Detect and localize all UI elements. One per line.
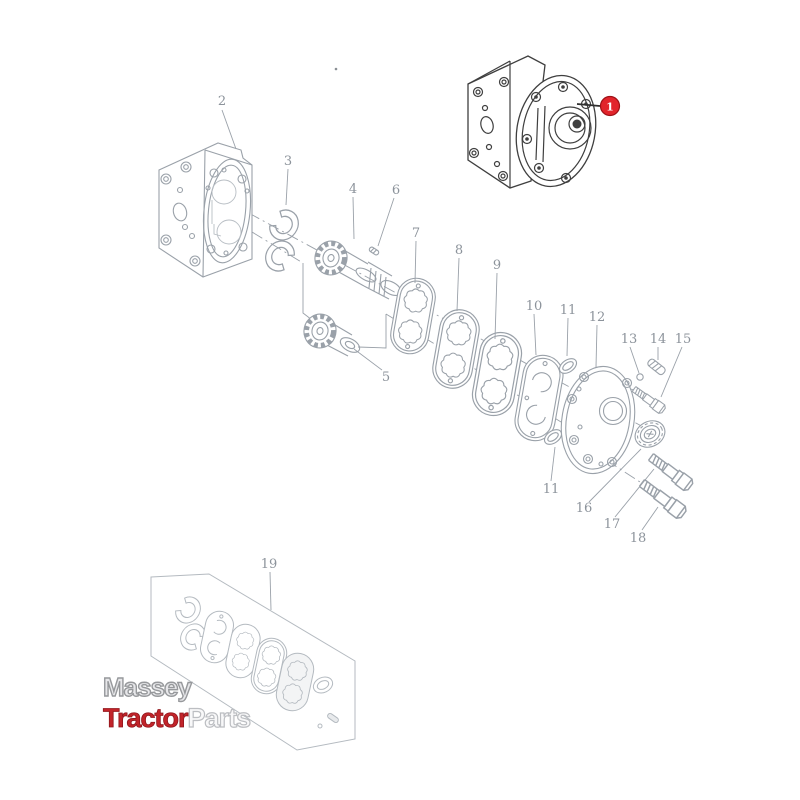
- callout-label-2: 2: [218, 94, 226, 109]
- plate-part-7-drawing: [388, 275, 439, 356]
- callout-label-17: 17: [604, 517, 621, 532]
- callout-label-6: 6: [392, 183, 400, 198]
- callout-16: 16: [576, 448, 642, 516]
- callout-label-12: 12: [589, 310, 606, 325]
- bearing-part-16-drawing: [634, 420, 666, 448]
- callout-10: 10: [526, 299, 543, 356]
- callout-label-14: 14: [650, 332, 667, 347]
- callout-7: 7: [412, 226, 420, 284]
- callout-4: 4: [349, 182, 357, 240]
- callout-label-10: 10: [526, 299, 543, 314]
- badge-circle[interactable]: [599, 95, 621, 117]
- callout-2: 2: [218, 94, 237, 150]
- callout-label-11-upper: 11: [560, 303, 577, 318]
- callout-11-upper: 11: [560, 303, 577, 357]
- callout-9: 9: [493, 258, 501, 340]
- callout-8: 8: [455, 243, 463, 312]
- bolt-part-15-drawing: [630, 384, 668, 416]
- callout-13: 13: [621, 332, 640, 374]
- callout-19: 19: [261, 557, 278, 611]
- callout-11-lower: 11: [543, 446, 560, 497]
- callout-18: 18: [630, 506, 659, 546]
- callout-label-9: 9: [493, 258, 501, 273]
- callout-15: 15: [660, 332, 692, 398]
- callout-label-5: 5: [382, 370, 390, 385]
- badge-number: 1: [606, 101, 614, 114]
- callout-label-11-lower: 11: [543, 482, 560, 497]
- callout-label-8: 8: [455, 243, 463, 258]
- callout-label-19: 19: [261, 557, 278, 572]
- assembled-pump-part-1-drawing: [467, 55, 601, 189]
- callout-label-16: 16: [576, 501, 593, 516]
- key-part-6-drawing: [368, 246, 380, 256]
- callout-3: 3: [284, 154, 292, 206]
- callout-label-18: 18: [630, 531, 647, 546]
- part-1-badge[interactable]: 1: [599, 95, 621, 117]
- callout-label-15: 15: [675, 332, 692, 347]
- drive-gear-part-4-drawing: [312, 238, 402, 300]
- seal-kit-part-19-drawing: [150, 573, 356, 751]
- callout-5: 5: [353, 348, 390, 385]
- callout-6: 6: [377, 183, 400, 247]
- callout-17: 17: [604, 468, 655, 532]
- ball-part-13-drawing: [636, 373, 644, 381]
- pin-part-14-drawing: [647, 358, 666, 376]
- callout-label-7: 7: [412, 226, 420, 241]
- callout-label-13: 13: [621, 332, 638, 347]
- callout-label-4: 4: [349, 182, 357, 197]
- housing-part-2-drawing: [158, 142, 253, 278]
- callout-14: 14: [650, 332, 667, 360]
- idler-gear-part-5-drawing: [301, 311, 361, 357]
- callouts: 2 3 4 5 6 7 8 9 10 11 12 13 14 15 11 16 …: [218, 94, 692, 611]
- callout-12: 12: [589, 310, 606, 368]
- print-speck: [334, 67, 338, 71]
- callout-label-3: 3: [284, 154, 292, 169]
- end-cover-part-12-drawing: [560, 365, 636, 475]
